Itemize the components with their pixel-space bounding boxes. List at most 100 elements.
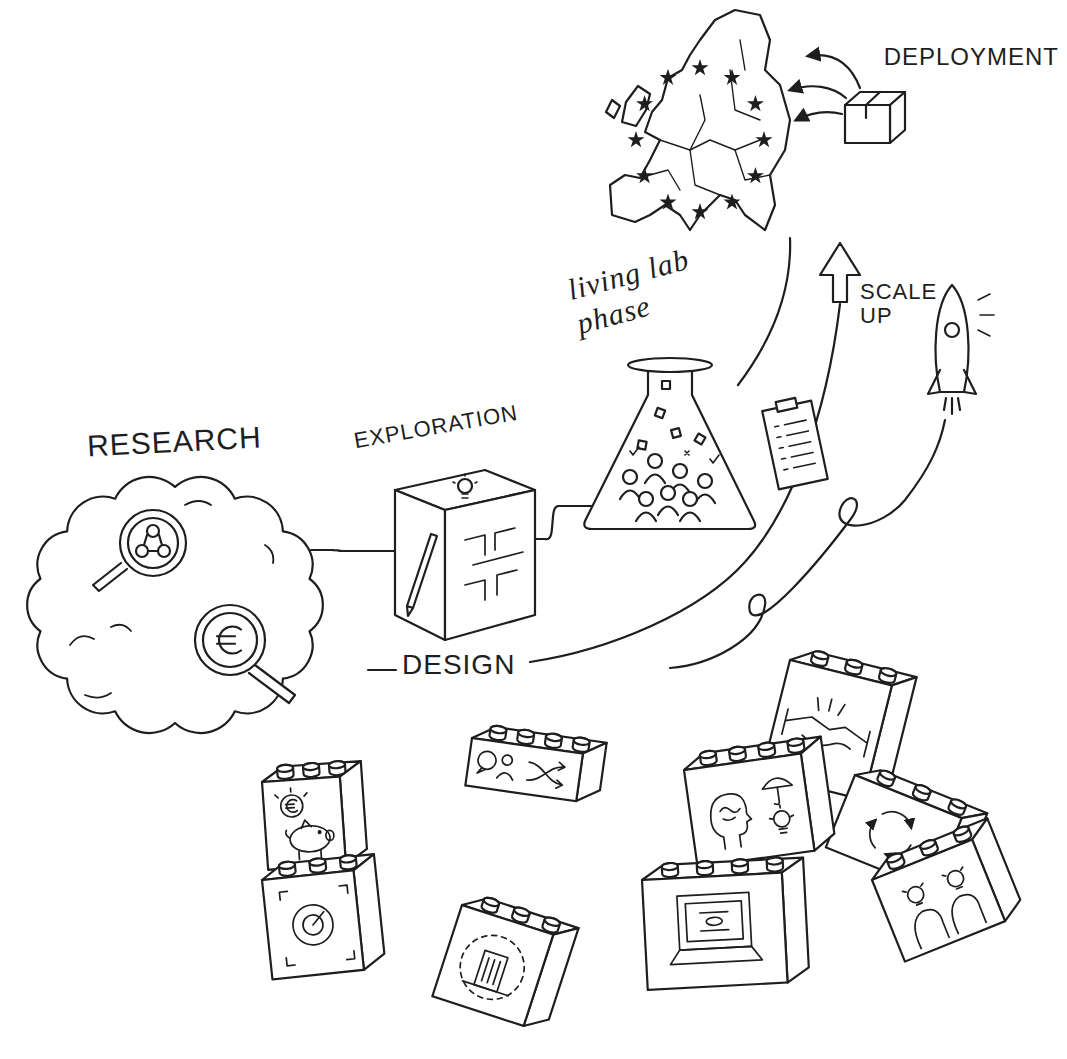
- eu-star: [636, 95, 653, 111]
- living-lab-flask: [584, 369, 755, 529]
- country-border: [660, 140, 760, 150]
- bulb-icon: [458, 479, 472, 493]
- rocket-flame: [944, 398, 960, 414]
- speech-icon: [477, 750, 497, 770]
- piggy-eye: [318, 831, 321, 834]
- network-icon: [147, 525, 159, 537]
- piggy-bank: [285, 819, 322, 860]
- clipboard-line: [777, 431, 808, 438]
- clipboard-line: [782, 452, 813, 459]
- cloud-sketch: [27, 477, 333, 733]
- brick-stud: [812, 650, 829, 661]
- brick-stud: [545, 733, 562, 742]
- brick-stud: [699, 750, 716, 759]
- brick-stud: [787, 738, 805, 754]
- person-body: [636, 513, 656, 522]
- brick-stud: [729, 746, 747, 762]
- brick-stud: [513, 906, 530, 918]
- brick-stud: [886, 852, 903, 864]
- euro-sign: [217, 635, 235, 637]
- process-line: [368, 669, 396, 671]
- recycle-arrow: [882, 808, 915, 828]
- research-cloud: RESEARCH: [15, 395, 333, 740]
- bulb-icon: [773, 810, 791, 828]
- eu-star: [636, 167, 653, 183]
- bulb-icon: [902, 867, 969, 908]
- brick-stud: [309, 858, 326, 874]
- brick-icon: [706, 776, 799, 850]
- phase-title: living lab phase: [564, 230, 746, 341]
- lego-brick: [866, 817, 1025, 962]
- brick-stud: [880, 667, 897, 678]
- brick-stud: [697, 861, 713, 869]
- brick-stud: [481, 896, 501, 914]
- eu-star: [691, 59, 708, 75]
- brick-stud: [732, 859, 748, 867]
- brick-stud: [952, 825, 969, 837]
- idea-note: [695, 434, 706, 445]
- phase-label: SCALE UP: [860, 280, 940, 328]
- rocket-fin: [928, 370, 976, 394]
- brick-icon: [452, 927, 533, 1008]
- laptop-icon: [668, 910, 762, 965]
- rocket-icon: [936, 285, 969, 392]
- brick-stud: [489, 725, 507, 741]
- brick-stud: [573, 737, 590, 746]
- magnifier-handle: [249, 665, 295, 703]
- person-head: [639, 492, 653, 506]
- swap-arrows: [526, 758, 565, 789]
- connector-stub: [311, 549, 333, 551]
- person-body: [645, 475, 665, 484]
- piggy-bank: [289, 824, 331, 853]
- pencil-icon: [407, 534, 437, 616]
- deployment-arrow: [796, 112, 842, 120]
- head-profile: [708, 791, 755, 850]
- parcel-box: [845, 105, 890, 143]
- eu-star: [659, 69, 676, 85]
- brick-stud: [662, 863, 679, 878]
- brick-stud: [787, 738, 804, 747]
- brick-face: [465, 738, 583, 801]
- person-head: [683, 492, 697, 506]
- phase-title: EXPLORATION: [352, 400, 520, 454]
- brick-stud: [340, 855, 357, 871]
- brick-stud: [767, 857, 783, 865]
- idea-note: [662, 381, 670, 389]
- clipboard-icon: [762, 401, 828, 490]
- brick-stud: [483, 896, 500, 908]
- process-line: [738, 238, 790, 385]
- brick-stud: [699, 750, 717, 766]
- laptop-icon: [685, 901, 743, 942]
- exploration-cube: EXPLORATION: [345, 410, 545, 645]
- clipboard-line: [775, 420, 806, 427]
- eu-star: [747, 167, 764, 183]
- brick-stud: [697, 861, 714, 876]
- brick-stud: [541, 916, 561, 934]
- scale-up-arrow: [820, 243, 860, 302]
- euro-sign: [286, 803, 294, 805]
- parcel-box: [890, 92, 905, 143]
- brick-stud: [303, 762, 319, 770]
- handshake-icon: [781, 709, 870, 757]
- brick-stud: [952, 825, 972, 844]
- magnifier-lens: [195, 605, 265, 675]
- country-border: [690, 150, 720, 195]
- europe-map: [610, 10, 790, 230]
- person-head: [673, 464, 687, 478]
- recycle-arrow: [864, 819, 884, 847]
- person-body: [620, 491, 640, 500]
- brick-stud: [886, 852, 906, 871]
- lego-brick: [465, 723, 607, 805]
- brain-scribble: [720, 806, 742, 822]
- parcel-tape: [866, 92, 880, 118]
- clipboard-line: [784, 463, 815, 470]
- brick-stud: [662, 863, 678, 871]
- brick-stud: [844, 658, 863, 675]
- country-border: [740, 40, 745, 70]
- person-body: [680, 513, 700, 522]
- piggy-snout: [326, 830, 335, 841]
- brick-stud: [758, 742, 775, 751]
- network-icon: [136, 545, 148, 557]
- magnifier-lens: [120, 510, 186, 576]
